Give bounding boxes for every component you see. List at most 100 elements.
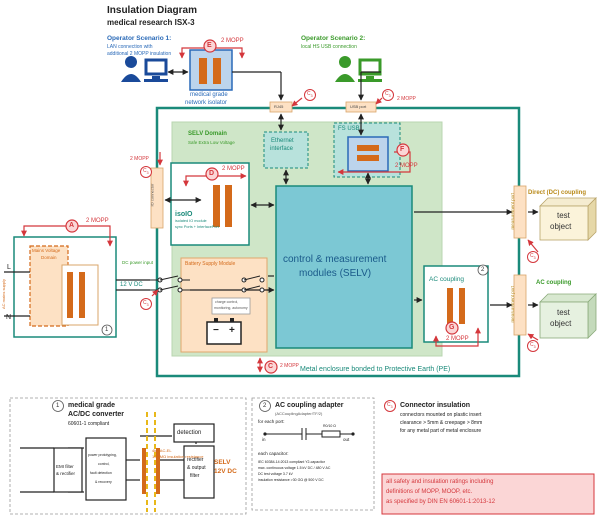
direct-dc-label: Direct (DC) coupling [528, 190, 586, 196]
port-usb: USB port [350, 104, 367, 109]
marker-c3-io: C3 [143, 168, 149, 175]
marker-g: G [449, 324, 455, 331]
marker-f: F [400, 146, 405, 153]
mains-l: L [7, 264, 11, 271]
legend2-res: R0/10 Ω [323, 424, 336, 428]
page-title: Insulation Diagram [107, 5, 198, 16]
battery-minus: − [213, 325, 219, 336]
legend1-rect2: & output [187, 465, 206, 471]
num-one: 1 [105, 327, 109, 333]
mopp-f: 2 MOPP [395, 163, 418, 169]
mains-side: AC mains supply [1, 278, 7, 310]
isolator-line2: network isolator [185, 100, 228, 106]
legend1-rect3: filter [190, 473, 200, 479]
scenario1-line1: LAN connection with [107, 44, 153, 50]
battery-line2: monitoring, autonomy [214, 306, 248, 310]
legend2-c1: IEC 60384-14:2013 compliant Y2-capacitor [258, 460, 325, 464]
mopp-d: 2 MOPP [222, 166, 245, 172]
ethernet-box [263, 131, 309, 169]
legend1-pf4: & recovery [95, 480, 112, 484]
isoio-line1: isolated IO module [175, 219, 207, 223]
main-module-line1: control & measurement [283, 254, 387, 265]
legend2-title: AC coupling adapter [275, 402, 344, 409]
mains-title: Mains Voltage [32, 248, 61, 253]
legend1-num: 1 [56, 403, 60, 409]
legend2-num: 2 [263, 403, 267, 409]
mopp-a: 2 MOPP [86, 218, 109, 224]
v12-label: 12 V DC [120, 282, 143, 288]
battery-line1: charge control, [215, 300, 239, 304]
battery-title: Battery Supply Module [185, 261, 236, 267]
isoio-title: isoIO [175, 211, 193, 218]
ethernet-line2: interface [270, 146, 294, 152]
operator1-icon [121, 56, 168, 82]
legend3-l1: connectors mounted on plastic insert [400, 412, 482, 418]
legend1-title1: medical grade [68, 402, 116, 409]
scenario2-title: Operator Scenario 2: [301, 35, 366, 42]
marker-c3-rj45: C3 [307, 91, 313, 98]
isolator-line1: medical grade [190, 92, 228, 98]
mopp-e: 2 MOPP [221, 38, 244, 44]
enclosure-label: Metal enclosure bonded to Protective Ear… [300, 366, 451, 373]
legend2-out: out [343, 437, 350, 442]
note-box [381, 473, 595, 515]
legend1-iso1: 4kV AC-EL [152, 448, 172, 453]
legend3-marker: C3 [387, 402, 393, 409]
legend2-c2: max. continuous voltage 1.5 kV DC / 480 … [258, 466, 331, 470]
note-l3: as specified by DIN EN 60601-1:2013-12 [386, 499, 496, 505]
main-module-line2: modules (SELV) [299, 268, 372, 279]
marker-c3-mp1: C3 [530, 253, 536, 260]
legend1-iso2: 100 MΩ insulation resistance [152, 454, 204, 459]
legend2-in: in [262, 437, 266, 442]
legend3-l3: for any metal part of metal enclosure [400, 428, 482, 434]
mopp-c-bottom: 2 MOPP [280, 363, 299, 369]
mopp-c-io: 2 MOPP [130, 156, 149, 162]
page-subtitle: medical research ISX-3 [107, 18, 195, 27]
marker-c-bottom: C [268, 363, 274, 370]
ethernet-line1: Ethernet [271, 138, 294, 144]
mains-sub: Domain [41, 255, 57, 260]
legend2-each-port: for each port: [258, 419, 285, 424]
port-rj45: RJ45 [274, 104, 284, 109]
mopp-g: 2 MOPP [446, 336, 469, 342]
legend1-selv1: SELV [214, 459, 231, 466]
dc-power-label: DC power input [122, 260, 154, 265]
ac-coupling-inner: AC coupling [429, 276, 465, 283]
legend1-title2: AC/DC converter [68, 411, 125, 418]
isoio-line2: sync Ports + InterfacePort [175, 225, 219, 229]
note-l1: all safety and insulation ratings includ… [386, 479, 494, 485]
legend1-emi2: & rectifier [56, 471, 76, 476]
measurement-port-2: measurement port [510, 285, 516, 323]
num-two: 2 [481, 267, 485, 273]
ac-coupling-label: AC coupling [536, 280, 572, 286]
marker-e: E [207, 42, 212, 49]
legend1-pf3: fault detection [90, 471, 112, 475]
test-object-ac-line2: object [550, 319, 572, 328]
operator2-icon [335, 56, 382, 82]
note-l2: definitions of MOPP, MOOP, etc. [386, 489, 473, 495]
scenario1-line2: additional 2 MOPP insulation [107, 51, 172, 57]
scenario1-title: Operator Scenario 1: [107, 35, 172, 42]
test-object-dc-line2: object [550, 222, 572, 231]
marker-c3-usb: C3 [385, 91, 391, 98]
test-object-ac-line1: test [557, 308, 570, 317]
legend1-pf1: power prototyping, [88, 453, 117, 457]
marker-a: A [69, 222, 75, 229]
selv-sub: Safe Extra Low Voltage [188, 140, 235, 145]
battery-plus: + [229, 325, 235, 336]
marker-d: D [209, 170, 215, 177]
legend1-detection: detection [177, 430, 202, 436]
legend3-l2: clearance > 5mm & creepage > 8mm [400, 420, 483, 426]
fsusb-label: FS USB [338, 126, 360, 132]
legend2-each-cap: each capacitor: [258, 451, 289, 456]
test-object-dc [539, 197, 597, 241]
legend1-emi1: EMI filter [56, 464, 74, 469]
io-connector-label: IO connector [149, 183, 155, 207]
legend2-c4: insulation resistance >30 GΩ @ 500 V DC [258, 478, 324, 482]
scenario2-line1: local HS USB connection [301, 44, 357, 50]
legend2-sub: (ACCouplingAdapter/TF/2) [275, 411, 323, 416]
selv-title: SELV Domain [188, 131, 227, 137]
main-module [275, 185, 413, 349]
legend1-rect1: rectifier [187, 457, 204, 463]
